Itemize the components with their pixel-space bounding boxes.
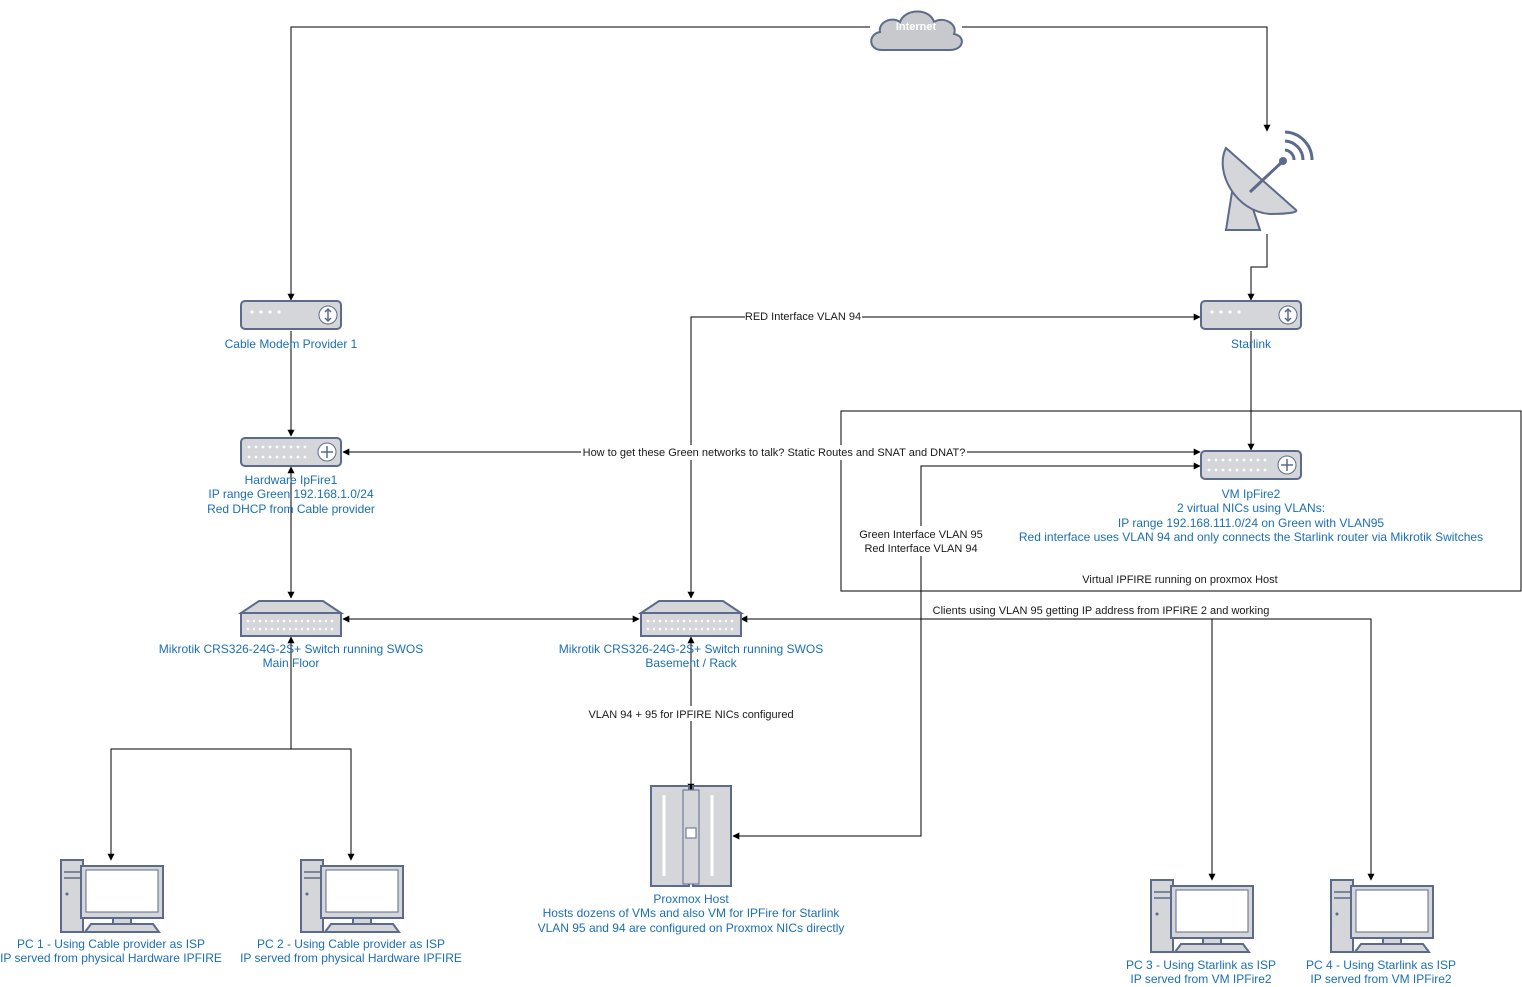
edge-label-vlan-nics: VLAN 94 + 95 for IPFIRE NICs configured xyxy=(588,709,793,721)
virtual-ipfire-group xyxy=(840,410,1522,592)
proxmox-line-2: Hosts dozens of VMs and also VM for IPFi… xyxy=(543,906,841,920)
pc4-line-2: IP served from VM IPFire2 xyxy=(1310,972,1451,986)
edge-label-green-vlan95: Green Interface VLAN 95 xyxy=(859,529,983,541)
pc3-line-1: PC 3 - Using Starlink as ISP xyxy=(1126,958,1276,972)
ipfire2-line-1: VM IpFire2 xyxy=(1222,487,1281,501)
proxmox-line-1: Proxmox Host xyxy=(653,892,729,906)
ipfire1-line-1: Hardware IpFire1 xyxy=(245,473,338,487)
switch-icon xyxy=(237,600,345,637)
switch-main-line-2: Main Floor xyxy=(263,656,320,670)
edge-label-green-question: How to get these Green networks to talk?… xyxy=(583,447,966,459)
modem-icon xyxy=(1200,300,1302,330)
desktop-pc-icon xyxy=(1330,879,1434,953)
ipfire1-line-2: IP range Green 192.168.1.0/24 xyxy=(208,487,374,501)
edge-switch-basement-to-pc4 xyxy=(1212,618,1375,881)
router-icon xyxy=(1200,450,1302,480)
pc1-line-1: PC 1 - Using Cable provider as ISP xyxy=(17,937,205,951)
pc3-line-2: IP served from VM IPFire2 xyxy=(1130,972,1271,986)
edge-red-vlan94 xyxy=(687,313,1201,599)
edge-dish-to-starlink xyxy=(1247,234,1268,301)
pc2-line-2: IP served from physical Hardware IPFIRE xyxy=(240,951,462,965)
switch-main-line-1: Mikrotik CRS326-24G-2S+ Switch running S… xyxy=(159,642,423,656)
ipfire2-line-4: Red interface uses VLAN 94 and only conn… xyxy=(1019,530,1483,544)
ipfire2-line-2: 2 virtual NICs using VLANs: xyxy=(1177,501,1325,515)
pc2-line-1: PC 2 - Using Cable provider as ISP xyxy=(257,937,445,951)
server-rack-icon xyxy=(650,785,732,887)
edge-label-clients-vlan95: Clients using VLAN 95 getting IP address… xyxy=(933,605,1270,617)
satellite-dish-icon xyxy=(1221,130,1314,231)
cable-modem-label: Cable Modem Provider 1 xyxy=(225,337,358,351)
switch-basement-line-1: Mikrotik CRS326-24G-2S+ Switch running S… xyxy=(559,642,823,656)
edge-to-pc1 xyxy=(107,748,291,861)
desktop-pc-icon xyxy=(60,859,164,933)
ipfire2-line-3: IP range 192.168.111.0/24 on Green with … xyxy=(1118,516,1385,530)
switch-basement-line-2: Basement / Rack xyxy=(645,656,737,670)
starlink-label: Starlink xyxy=(1231,337,1272,351)
pc1-line-2: IP served from physical Hardware IPFIRE xyxy=(0,951,222,965)
edge-internet-to-dish xyxy=(962,26,1271,132)
edge-switch-basement-to-pc3 xyxy=(740,615,1216,881)
edge-to-pc2 xyxy=(291,748,355,861)
ipfire1-line-3: Red DHCP from Cable provider xyxy=(207,502,375,516)
desktop-pc-icon xyxy=(1150,879,1254,953)
edge-internet-to-modem xyxy=(287,26,870,301)
pc4-line-1: PC 4 - Using Starlink as ISP xyxy=(1306,958,1456,972)
desktop-pc-icon xyxy=(300,859,404,933)
router-icon xyxy=(240,437,342,467)
switch-icon xyxy=(637,600,745,637)
cloud-label: Internet xyxy=(896,21,937,33)
edge-label-red-vlan94-b: Red Interface VLAN 94 xyxy=(864,543,977,555)
cloud-icon: Internet xyxy=(870,10,963,51)
group-label: Virtual IPFIRE running on proxmox Host xyxy=(1082,574,1277,586)
modem-icon xyxy=(240,300,342,330)
proxmox-line-3: VLAN 95 and 94 are configured on Proxmox… xyxy=(538,921,845,935)
edge-label-red-vlan94: RED Interface VLAN 94 xyxy=(745,311,861,323)
